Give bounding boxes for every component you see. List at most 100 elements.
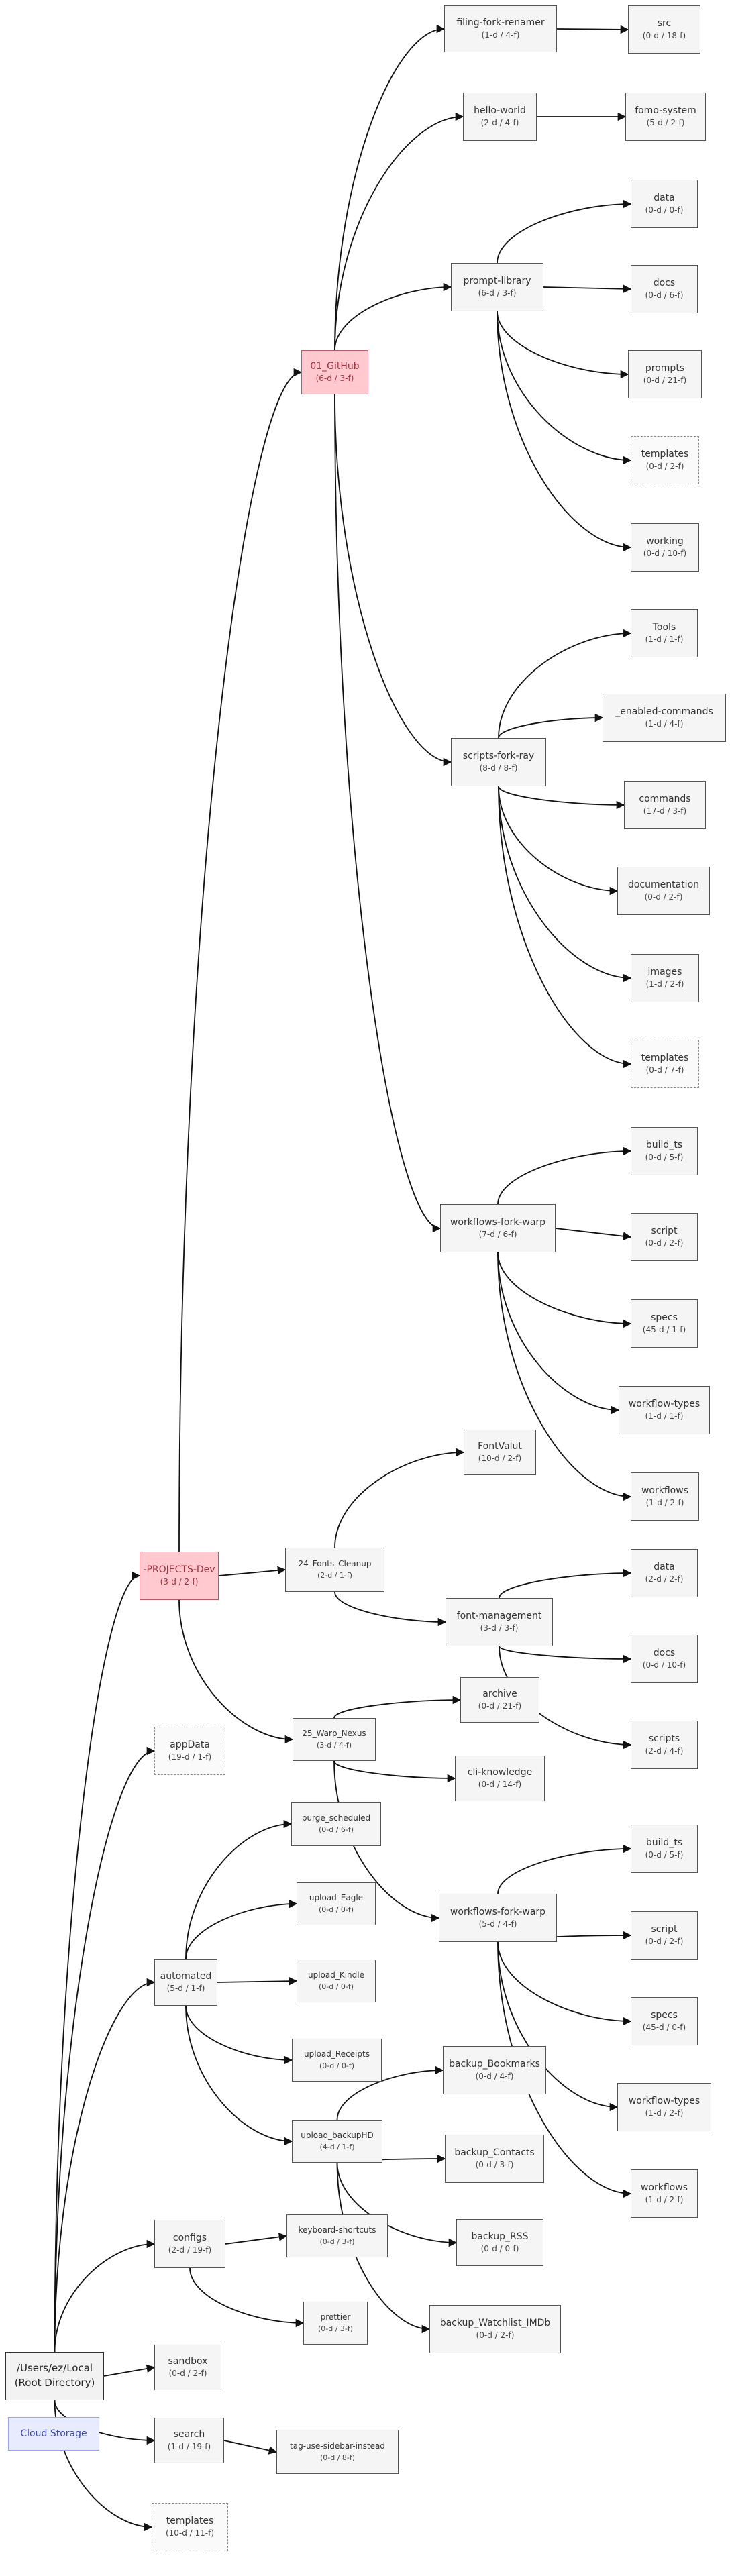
folder-node-font-mgmt: font-management(3-d / 3-f) [446,1598,553,1646]
folder-node-purge: purge_scheduled (0-d / 6-f) [291,1802,381,1846]
edge-projects-to-fonts-cleanup [218,1566,286,1576]
folder-node-wa-build: build_ts(0-d / 5-f) [631,1127,698,1175]
edge-workflows-warp-a-to-wa-types [497,1252,620,1415]
edge-workflows-warp-b-to-wb-specs [497,1941,632,2026]
folder-name: templates [641,449,689,460]
folder-node-fomo: fomo-system(5-d / 2-f) [625,93,706,141]
folder-stats: (2-d / 1-f) [317,1570,353,1580]
folder-node-pl-docs: docs(0-d / 6-f) [631,265,698,313]
folder-node-wb-workflows: workflows(1-d / 2-f) [631,2169,698,2218]
folder-node-wa-specs: specs(45-d / 1-f) [631,1299,698,1348]
folder-stats: (0-d / 2-f) [645,1238,684,1248]
folder-name: workflows [641,1485,688,1497]
folder-name: specs [651,1312,678,1324]
folder-name: backup_Contacts [454,2147,535,2159]
folder-name: Tools [652,622,676,633]
folder-stats: (0-d / 2-f) [168,2369,207,2379]
folder-stats: (1-d / 2-f) [645,979,684,989]
edge-configs-to-prettier [189,2267,305,2328]
folder-node-sr-commands: commands(17-d / 3-f) [624,781,706,829]
edge-workflows-warp-a-to-wa-build [497,1146,632,1205]
folder-name: purge_scheduled [301,1813,371,1823]
folder-stats: (7-d / 6-f) [478,1230,517,1240]
folder-name: upload_Receipts [304,2049,370,2059]
edge-font-mgmt-to-fm-scripts [499,1646,632,1750]
folder-name: fomo-system [635,105,696,117]
folder-name: script [651,1226,678,1237]
edge-root-to-sandbox [103,2364,156,2377]
folder-stats: (0-d / 6-f) [645,290,684,301]
folder-name: prompt-library [463,276,531,287]
edge-automated-to-purge [185,1819,293,1960]
folder-stats: (10-d / 11-f) [165,2528,215,2538]
edge-search-to-tag-sidebar [223,2440,278,2455]
folder-node-pl-data: data(0-d / 0-f) [631,180,698,228]
folder-name: data [654,193,675,204]
folder-stats: (6-d / 3-f) [478,288,517,299]
folder-name: commands [639,794,691,805]
edge-automated-to-up-eagle [185,1899,298,1960]
folder-stats: (0-d / 0-f) [319,2061,355,2070]
folder-node-configs: configs(2-d / 19-f) [154,2220,225,2268]
folder-name: appData [170,1739,210,1751]
edge-github-to-scripts-ray [334,394,452,767]
folder-node-scripts-ray: scripts-fork-ray(8-d / 8-f) [451,738,546,786]
folder-stats: (0-d / 3-f) [317,2324,354,2333]
folder-node-tag-sidebar: tag-use-sidebar-instead(0-d / 8-f) [276,2430,399,2474]
edge-filing-to-src [556,25,629,34]
edge-scripts-ray-to-sr-docs [498,786,619,896]
folder-name: script [651,1924,678,1935]
folder-stats: (45-d / 1-f) [642,1325,686,1335]
folder-name: specs [651,2010,678,2021]
edge-configs-to-kb-shortcuts [225,2233,288,2245]
edge-fonts-cleanup-to-font-mgmt [334,1591,447,1627]
folder-name: docs [653,1648,676,1659]
folder-stats: (0-d / 5-f) [645,1850,684,1860]
folder-stats: (0-d / 18-f) [642,31,686,41]
folder-stats: (0-d / 0-f) [480,2244,519,2254]
edge-font-mgmt-to-fm-docs [499,1646,632,1664]
folder-node-pl-templates: templates(0-d / 2-f) [631,436,699,484]
folder-node-github: 01_GitHub(6-d / 3-f) [301,350,368,394]
folder-stats: (1-d / 1-f) [645,635,684,645]
edge-workflows-warp-a-to-wa-specs [497,1252,632,1328]
folder-name: Cloud Storage [20,2428,87,2439]
folder-stats: (3-d / 2-f) [160,1577,199,1587]
folder-node-wb-types: workflow-types(1-d / 2-f) [617,2083,711,2131]
folder-name: workflows [640,2182,688,2194]
edge-root-to-configs [54,2239,156,2353]
edge-prompt-lib-to-pl-templates [497,311,632,465]
edge-workflows-warp-b-to-wb-workflows [497,1941,632,2198]
edge-warp-nexus-to-workflows-warp-b [333,1760,440,1923]
folder-name: data [654,1562,675,1573]
folder-name: build_ts [645,1837,683,1849]
edge-workflows-warp-a-to-wa-script [555,1228,632,1240]
folder-stats: (0-d / 6-f) [318,1825,354,1834]
folder-name: backup_Bookmarks [449,2059,540,2070]
folder-name: font-management [456,1611,542,1622]
edge-projects-to-github [178,368,303,1552]
folder-name: backup_Watchlist_IMDb [439,2318,551,2329]
folder-name: 25_Warp_Nexus [302,1729,366,1739]
edge-root-to-appdata [54,1746,156,2353]
folder-stats: (10-d / 2-f) [478,1454,522,1464]
folder-stats: (0-d / 21-f) [643,376,687,386]
folder-stats: (0-d / 2-f) [644,892,683,902]
folder-stats: (1-d / 2-f) [645,2195,684,2205]
edge-automated-to-up-backup [185,2005,293,2146]
folder-name: search [173,2429,205,2440]
folder-node-bk-contacts: backup_Contacts(0-d / 3-f) [445,2135,544,2183]
folder-stats: (0-d / 4-f) [475,2072,514,2082]
folder-stats: (1-d / 2-f) [645,1498,684,1508]
folder-node-wb-specs: specs(45-d / 0-f) [631,1997,698,2045]
edge-prompt-lib-to-pl-prompts [497,311,629,379]
edge-font-mgmt-to-fm-data [499,1568,632,1599]
folder-stats: (0-d / 21-f) [478,1701,522,1711]
edge-up-backup-to-bk-watchlist [336,2162,431,2334]
folder-stats: (5-d / 4-f) [478,1919,517,1929]
folder-name: cli-knowledge [467,1767,533,1778]
edge-github-to-prompt-lib [334,282,452,351]
edge-scripts-ray-to-sr-commands [498,786,625,810]
folder-name: prompts [645,363,685,374]
